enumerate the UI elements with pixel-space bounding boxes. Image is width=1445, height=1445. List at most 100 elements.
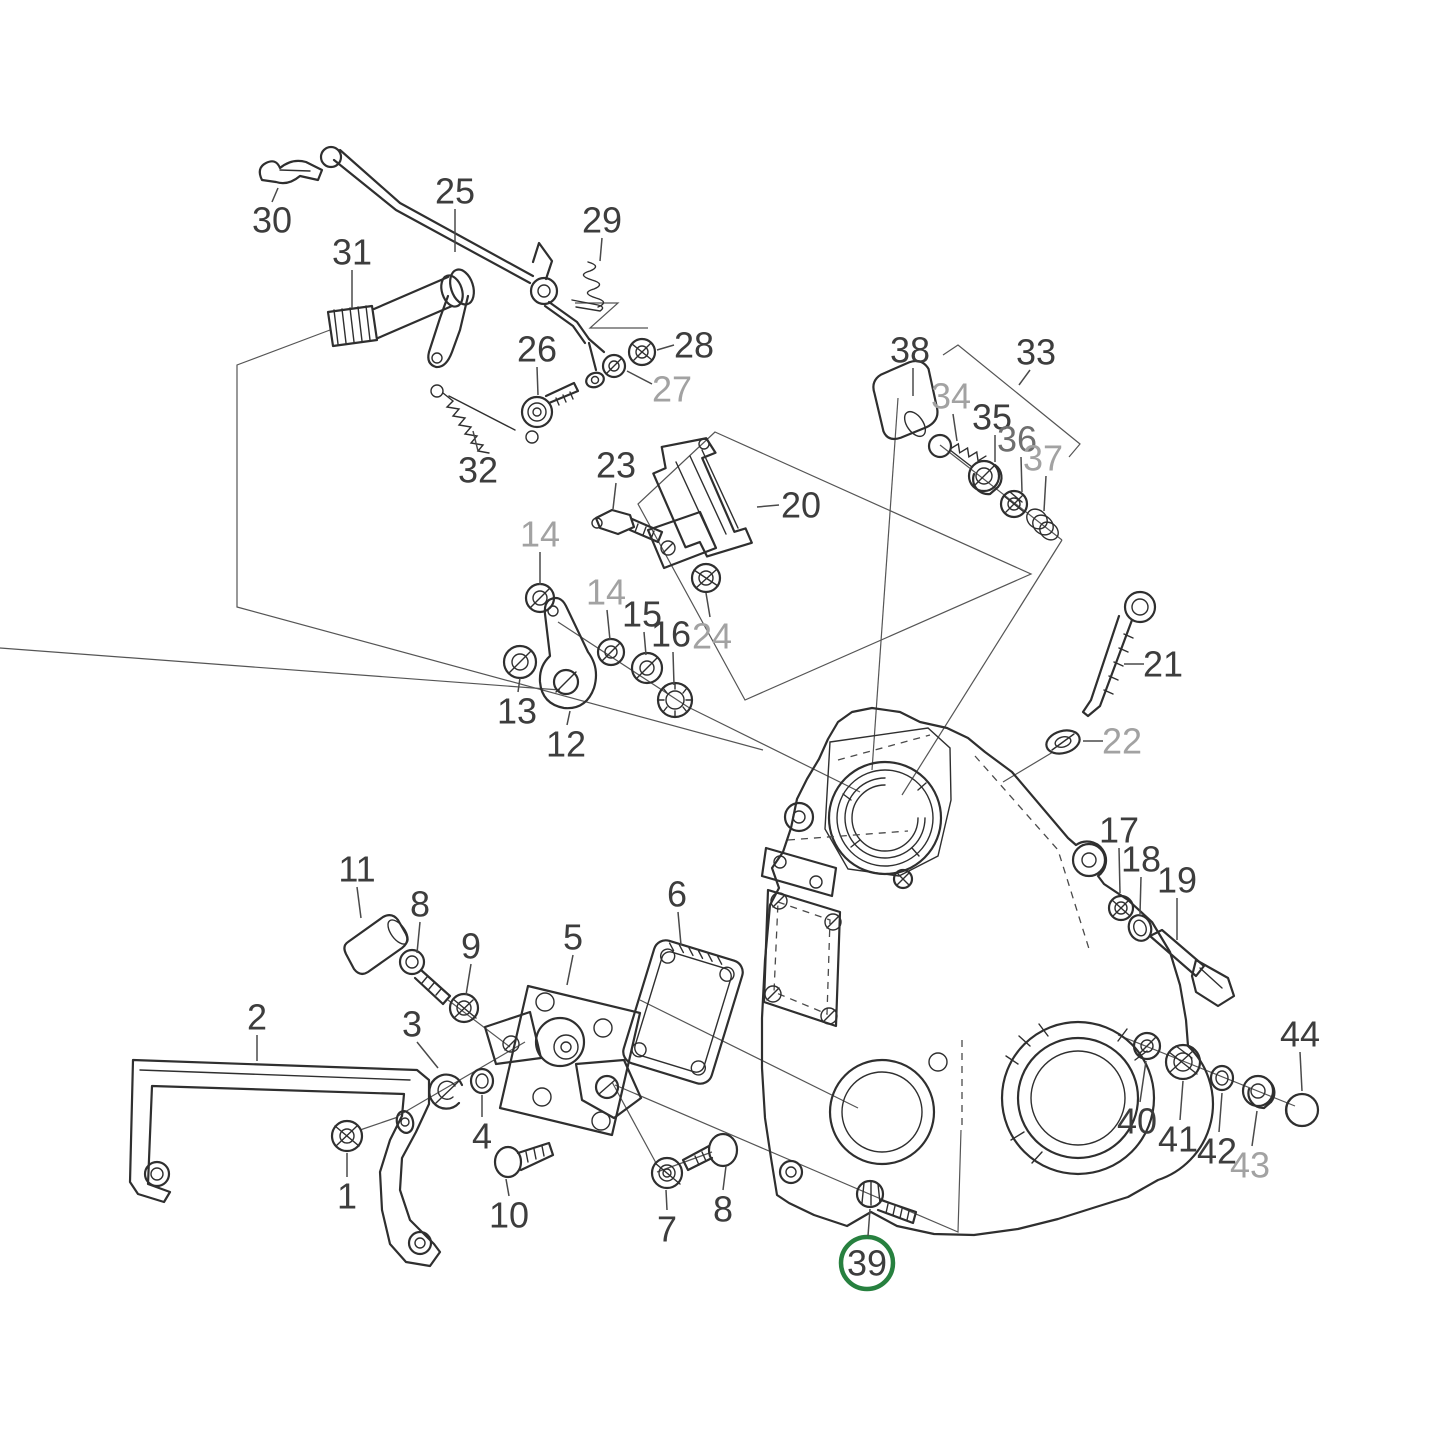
bushing-43 bbox=[1241, 1074, 1276, 1110]
label-33-leader bbox=[1018, 369, 1031, 386]
label-44: 44 bbox=[1280, 1014, 1320, 1055]
label-29-leader bbox=[599, 237, 603, 262]
nut-24 bbox=[690, 562, 722, 594]
cover-plate-5 bbox=[483, 984, 643, 1137]
o-ring-18 bbox=[1127, 914, 1153, 942]
label-10-leader bbox=[505, 1178, 510, 1197]
label-6-leader bbox=[677, 911, 682, 946]
label-21: 21 bbox=[1143, 644, 1183, 685]
bolt-21 bbox=[1081, 590, 1157, 718]
cap-11 bbox=[343, 913, 409, 976]
label-7-leader bbox=[665, 1189, 668, 1211]
label-28-leader bbox=[656, 344, 675, 351]
label-1: 1 bbox=[337, 1176, 357, 1217]
label-37: 37 bbox=[1023, 438, 1063, 479]
construction-lines bbox=[0, 302, 1296, 1233]
label-40-leader bbox=[1139, 1060, 1147, 1103]
nut-1 bbox=[330, 1119, 364, 1153]
label-11-leader bbox=[356, 886, 362, 919]
label-31: 31 bbox=[332, 232, 372, 273]
label-8b-leader bbox=[722, 1165, 727, 1191]
label-13: 13 bbox=[497, 691, 537, 732]
needle-valve-23 bbox=[591, 508, 664, 544]
screw-26 bbox=[520, 381, 580, 429]
label-18: 18 bbox=[1121, 839, 1161, 880]
washer-15 bbox=[630, 651, 664, 685]
label-20-leader bbox=[756, 504, 780, 508]
label-16-leader bbox=[672, 651, 675, 686]
label-12: 12 bbox=[546, 724, 586, 765]
label-24: 24 bbox=[692, 616, 732, 657]
valve-ball-seat bbox=[927, 433, 953, 459]
label-9: 9 bbox=[461, 926, 481, 967]
label-8a: 8 bbox=[410, 884, 430, 925]
label-20: 20 bbox=[781, 485, 821, 526]
bolt-8-lower bbox=[681, 1132, 739, 1172]
cotter-pin-30 bbox=[258, 159, 324, 185]
spring-32 bbox=[430, 384, 539, 454]
label-10: 10 bbox=[489, 1195, 529, 1236]
label-24-leader bbox=[705, 592, 711, 618]
label-5: 5 bbox=[563, 917, 583, 958]
label-35: 35 bbox=[972, 397, 1012, 438]
label-41: 41 bbox=[1158, 1119, 1198, 1160]
label-6: 6 bbox=[667, 874, 687, 915]
spring-37 bbox=[1026, 508, 1059, 541]
spring-34 bbox=[949, 442, 987, 468]
label-14a: 14 bbox=[520, 514, 560, 555]
gasket-6 bbox=[622, 939, 744, 1085]
spring-washer-3 bbox=[428, 1073, 464, 1110]
label-37-leader bbox=[1043, 475, 1047, 512]
bolt-39 bbox=[855, 1179, 918, 1225]
bolt-10 bbox=[493, 1141, 555, 1179]
leader-lines bbox=[256, 187, 1303, 1237]
label-27: 27 bbox=[652, 369, 692, 410]
lock-washer-16 bbox=[656, 681, 694, 719]
label-40: 40 bbox=[1117, 1101, 1157, 1142]
washer-13 bbox=[502, 644, 538, 680]
rubber-cap-38 bbox=[872, 359, 939, 441]
cap-nut-28 bbox=[627, 337, 657, 367]
label-18-leader bbox=[1139, 876, 1142, 915]
label-36-leader bbox=[1020, 456, 1023, 493]
o-ring-4 bbox=[469, 1067, 495, 1095]
label-42-leader bbox=[1218, 1092, 1223, 1133]
washer-40 bbox=[1132, 1031, 1162, 1061]
label-11: 11 bbox=[338, 849, 375, 890]
label-8a-leader bbox=[416, 921, 421, 954]
label-3: 3 bbox=[402, 1004, 422, 1045]
label-13-leader bbox=[517, 677, 521, 693]
label-44-leader bbox=[1299, 1051, 1303, 1092]
label-30-leader bbox=[271, 187, 279, 203]
label-7: 7 bbox=[657, 1209, 677, 1250]
label-3-leader bbox=[416, 1041, 439, 1069]
label-15-leader bbox=[643, 631, 647, 656]
label-17: 17 bbox=[1099, 810, 1139, 851]
label-28: 28 bbox=[674, 325, 714, 366]
label-27-leader bbox=[626, 370, 653, 385]
nut-9 bbox=[448, 992, 480, 1024]
label-5-leader bbox=[566, 954, 574, 986]
label-43-leader bbox=[1251, 1110, 1258, 1147]
locknut-14b bbox=[596, 637, 626, 667]
shift-arm-31 bbox=[326, 268, 475, 369]
bolt-8-upper bbox=[398, 948, 452, 1006]
label-32: 32 bbox=[458, 450, 498, 491]
label-14b: 14 bbox=[586, 572, 626, 613]
label-34-leader bbox=[952, 413, 958, 442]
nut-7 bbox=[650, 1156, 684, 1190]
label-39-leader bbox=[867, 1208, 871, 1237]
label-26-leader bbox=[536, 366, 539, 396]
label-22: 22 bbox=[1102, 721, 1142, 762]
spring-29 bbox=[571, 261, 605, 312]
label-16: 16 bbox=[651, 614, 691, 655]
detent-pin-19 bbox=[1148, 928, 1236, 1008]
label-36: 36 bbox=[997, 419, 1037, 460]
seal-36 bbox=[999, 489, 1029, 519]
label-30: 30 bbox=[252, 200, 292, 241]
label-8b: 8 bbox=[713, 1189, 733, 1230]
shift-link-12 bbox=[538, 596, 598, 710]
